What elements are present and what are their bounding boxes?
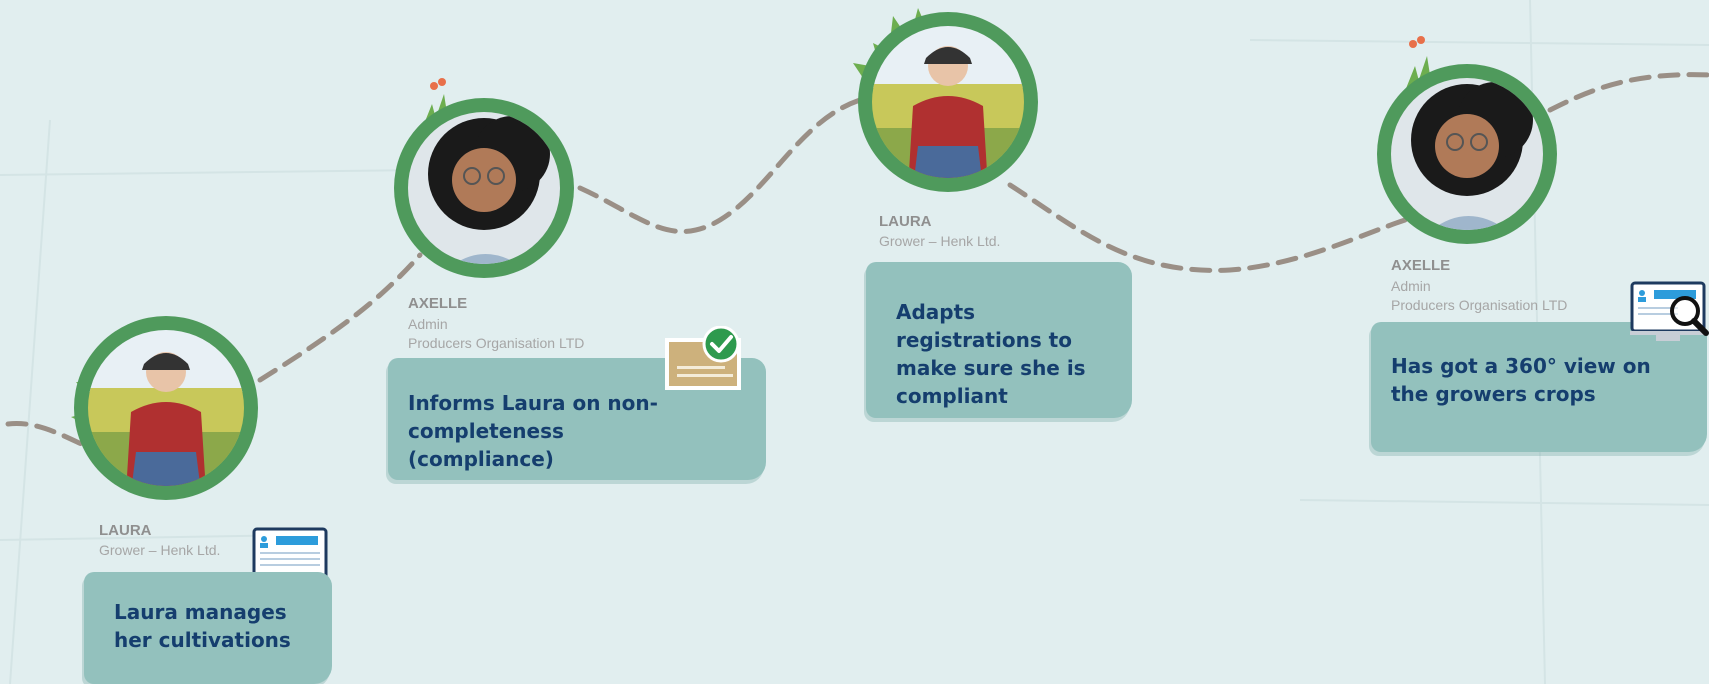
laura-avatar: [71, 316, 258, 500]
monitor-magnifier-icon: [1630, 281, 1709, 341]
person-name: AXELLE: [1391, 257, 1451, 274]
person-role: Admin: [1391, 278, 1431, 294]
person-role: Grower – Henk Ltd.: [99, 542, 221, 558]
laura-avatar: [853, 8, 1038, 192]
step-card: [866, 262, 1132, 418]
approved-document-icon: [665, 326, 741, 390]
step-card: [84, 572, 332, 684]
person-organisation: Producers Organisation LTD: [1391, 297, 1568, 313]
person-organisation: Producers Organisation LTD: [408, 335, 585, 351]
person-name: LAURA: [99, 522, 152, 539]
step-card-text: Laura manages her cultivations: [114, 600, 291, 652]
step-card-text: Adapts registrations to make sure she is…: [896, 300, 1086, 408]
person-role: Admin: [408, 316, 448, 332]
step-card-text: Informs Laura on non-completeness (compl…: [408, 391, 658, 471]
step-card: [1371, 322, 1707, 452]
axelle-avatar: [394, 78, 574, 278]
person-name: AXELLE: [408, 295, 468, 312]
step-card-text: Has got a 360° view on the growers crops: [1391, 354, 1651, 406]
axelle-avatar: [1377, 36, 1557, 244]
person-name: LAURA: [879, 213, 932, 230]
person-role: Grower – Henk Ltd.: [879, 233, 1001, 249]
